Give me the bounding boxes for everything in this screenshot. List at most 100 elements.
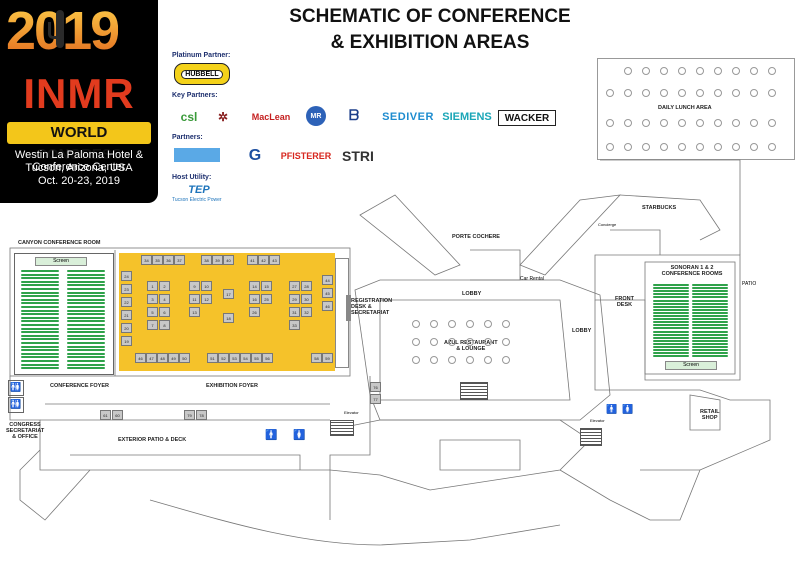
booth[interactable]: 43: [269, 255, 280, 265]
seat-row: [692, 311, 728, 314]
booth[interactable]: 41: [247, 255, 258, 265]
booth[interactable]: 4: [159, 294, 170, 304]
booth[interactable]: 42: [258, 255, 269, 265]
booth[interactable]: 52: [218, 353, 229, 363]
seat-row: [21, 277, 59, 280]
booth[interactable]: 22: [121, 297, 132, 307]
booth[interactable]: 18: [223, 313, 234, 323]
booth[interactable]: 9: [189, 281, 200, 291]
booth[interactable]: 46: [322, 301, 333, 311]
seat-row: [692, 321, 728, 324]
lobby2-label: LOBBY: [572, 328, 592, 334]
booth[interactable]: 59: [322, 353, 333, 363]
booth[interactable]: 36: [163, 255, 174, 265]
seat-row: [692, 290, 728, 293]
booth[interactable]: 28: [301, 281, 312, 291]
booth[interactable]: 45: [322, 288, 333, 298]
booth[interactable]: 58: [311, 353, 322, 363]
booth[interactable]: 77: [370, 394, 381, 404]
booth[interactable]: 1: [147, 281, 158, 291]
seat-row: [67, 342, 105, 344]
booth[interactable]: 17: [223, 289, 234, 299]
seat-row: [67, 284, 105, 287]
seat-row: [653, 321, 689, 324]
retail-line-1: RETAIL: [700, 409, 720, 415]
booth[interactable]: 16: [249, 294, 260, 304]
booth[interactable]: 8: [159, 320, 170, 330]
registration-line-3: SECRETARIAT: [351, 310, 390, 316]
booth[interactable]: 25: [261, 294, 272, 304]
seat-row: [67, 320, 105, 323]
restaurant-table: [448, 320, 456, 328]
restroom-icon: 🚹: [606, 405, 618, 415]
booth[interactable]: 26: [249, 307, 260, 317]
lunch-table: [660, 89, 668, 97]
booth[interactable]: 40: [223, 255, 234, 265]
booth[interactable]: 27: [289, 281, 300, 291]
booth[interactable]: 23: [121, 284, 132, 294]
booth[interactable]: 35: [152, 255, 163, 265]
seat-row: [21, 324, 59, 326]
booth[interactable]: 76: [370, 382, 381, 392]
booth[interactable]: 5: [147, 307, 158, 317]
booth[interactable]: 29: [289, 294, 300, 304]
booth[interactable]: 6: [159, 307, 170, 317]
booth[interactable]: 38: [201, 255, 212, 265]
booth[interactable]: 39: [212, 255, 223, 265]
booth[interactable]: 30: [301, 294, 312, 304]
lunch-table: [624, 89, 632, 97]
booth[interactable]: 11: [189, 294, 200, 304]
booth[interactable]: 56: [262, 353, 273, 363]
stairs: [580, 428, 602, 446]
booth[interactable]: 46: [135, 353, 146, 363]
seat-row: [692, 299, 728, 302]
booth[interactable]: 31: [289, 307, 300, 317]
seat-row: [21, 309, 59, 312]
booth[interactable]: 37: [174, 255, 185, 265]
booth[interactable]: 44: [322, 275, 333, 285]
booth[interactable]: 3: [147, 294, 158, 304]
booth[interactable]: 50: [179, 353, 190, 363]
azul-line-2: & LOUNGE: [456, 346, 486, 352]
booth[interactable]: 34: [141, 255, 152, 265]
booth[interactable]: 33: [289, 320, 300, 330]
restaurant-table: [466, 320, 474, 328]
booth[interactable]: 78: [196, 410, 207, 420]
booth[interactable]: 21: [121, 310, 132, 320]
seat-row: [21, 298, 59, 301]
seat-row: [692, 346, 728, 348]
canyon-room-label: CANYON CONFERENCE ROOM: [18, 240, 101, 246]
booth[interactable]: 15: [261, 281, 272, 291]
global-insulator-logo: G: [248, 147, 262, 164]
booth[interactable]: 55: [251, 353, 262, 363]
booth[interactable]: 49: [168, 353, 179, 363]
booth[interactable]: 10: [201, 281, 212, 291]
seat-row: [67, 291, 105, 294]
congress-logo: 2019 INMR WORLD CONGRESS Westin La Palom…: [0, 0, 158, 203]
booth[interactable]: 20: [121, 323, 132, 333]
booth[interactable]: 53: [229, 353, 240, 363]
booth[interactable]: 14: [249, 281, 260, 291]
booth[interactable]: 79: [184, 410, 195, 420]
logo-dates: Oct. 20-23, 2019: [38, 175, 120, 187]
booth[interactable]: 13: [189, 307, 200, 317]
restaurant-table: [448, 356, 456, 364]
booth[interactable]: 54: [240, 353, 251, 363]
seat-row: [692, 355, 728, 358]
restroom-icon: 🚺: [622, 405, 634, 415]
booth[interactable]: 47: [146, 353, 157, 363]
booth[interactable]: 32: [301, 307, 312, 317]
booth[interactable]: 51: [207, 353, 218, 363]
booth[interactable]: 7: [147, 320, 158, 330]
lunch-table: [714, 67, 722, 75]
booth[interactable]: 24: [121, 271, 132, 281]
booth[interactable]: 61: [100, 410, 111, 420]
booth[interactable]: 12: [201, 294, 212, 304]
booth[interactable]: 2: [159, 281, 170, 291]
booth[interactable]: 60: [112, 410, 123, 420]
front-desk-label: FRONT DESK: [615, 296, 634, 308]
lunch-table: [606, 89, 614, 97]
exterior-patio-label: EXTERIOR PATIO & DECK: [118, 437, 187, 443]
booth[interactable]: 19: [121, 336, 132, 346]
booth[interactable]: 48: [157, 353, 168, 363]
